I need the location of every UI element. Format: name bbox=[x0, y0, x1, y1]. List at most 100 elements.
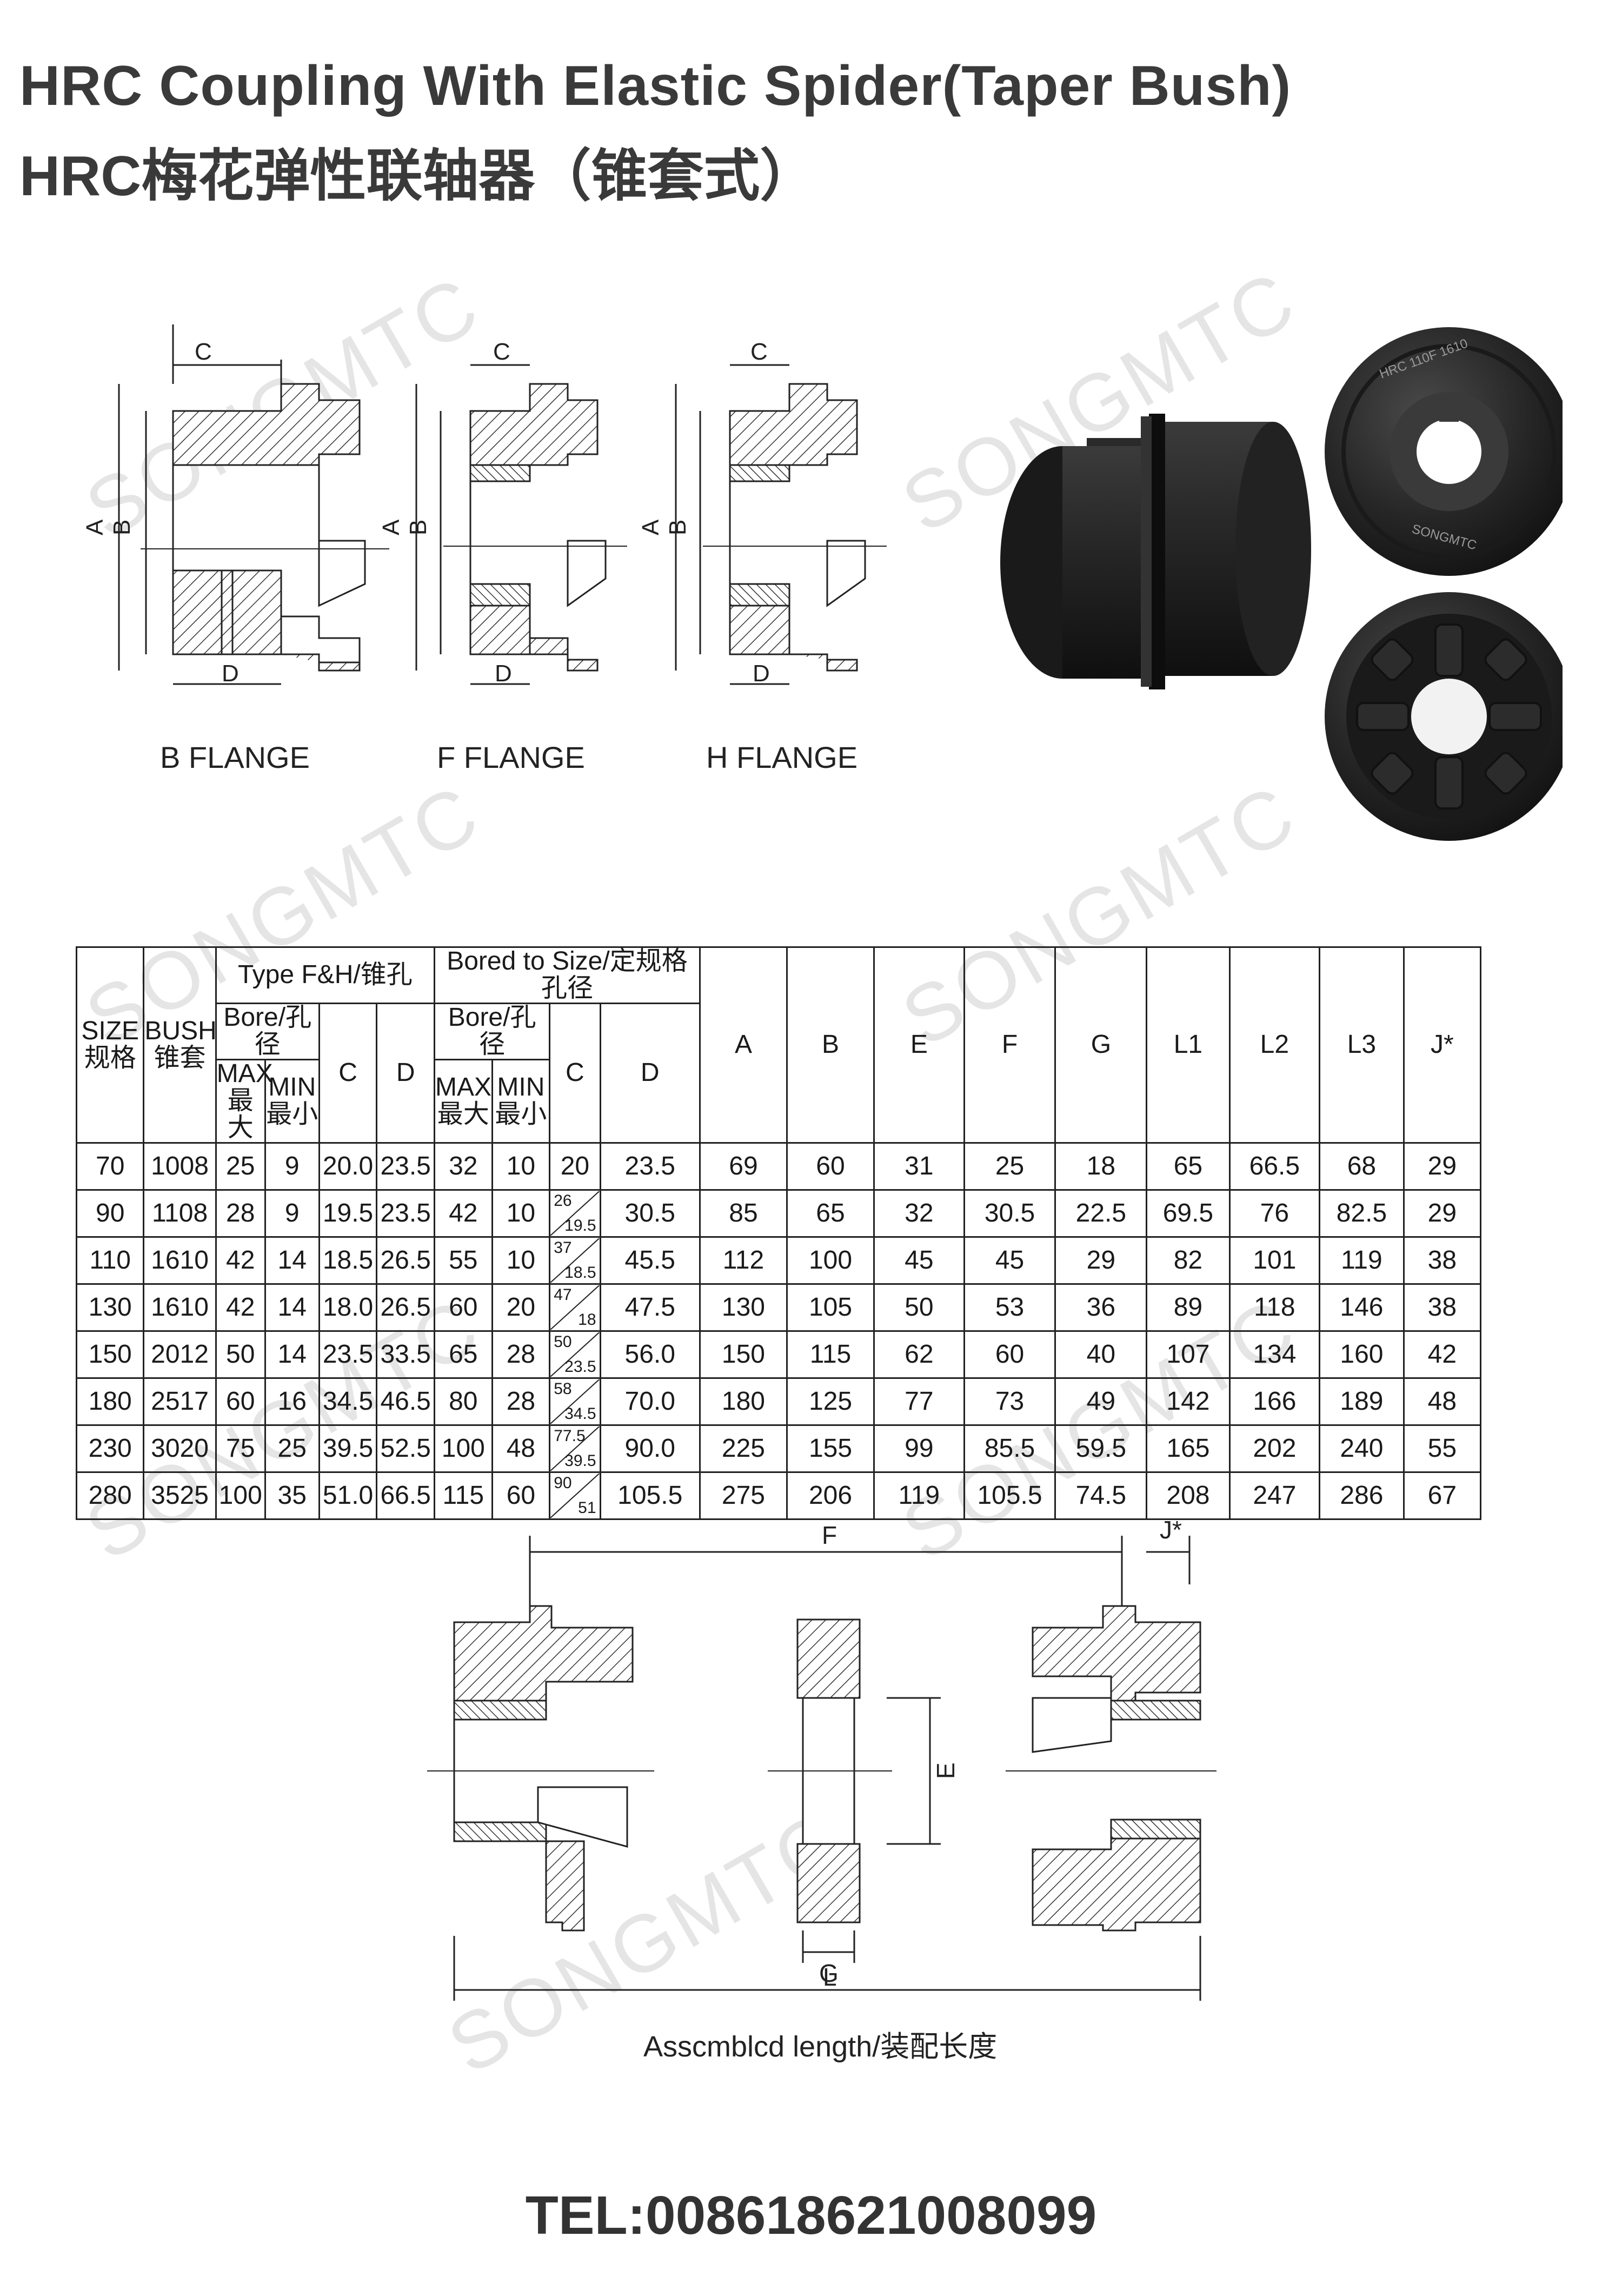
table-cell-td: 26.5 bbox=[376, 1236, 435, 1285]
dim-label-b: B bbox=[405, 520, 431, 535]
table-cell-b: 125 bbox=[786, 1377, 875, 1426]
table-cell-bmin: 28 bbox=[491, 1330, 551, 1379]
table-cell-l3: 68 bbox=[1319, 1142, 1405, 1191]
dim-label-l: L bbox=[823, 1963, 837, 1991]
table-cell-b: 115 bbox=[786, 1330, 875, 1379]
table-cell-l1: 208 bbox=[1146, 1471, 1231, 1520]
dim-label-d: D bbox=[222, 660, 239, 687]
bored-c-lower: 34.5 bbox=[564, 1405, 596, 1423]
table-cell-l1: 142 bbox=[1146, 1377, 1231, 1426]
table-cell-a: 275 bbox=[699, 1471, 788, 1520]
taper-group-header: Type F&H/锥孔 bbox=[215, 946, 435, 1004]
table-cell-e: 31 bbox=[873, 1142, 965, 1191]
bored-c-header: C bbox=[549, 1002, 601, 1144]
table-cell-g: 49 bbox=[1054, 1377, 1148, 1426]
table-cell-bd: 47.5 bbox=[599, 1283, 701, 1332]
table-cell-bd: 56.0 bbox=[599, 1330, 701, 1379]
table-cell-a: 180 bbox=[699, 1377, 788, 1426]
table-cell-bmin: 10 bbox=[491, 1189, 551, 1238]
table-cell-e: 50 bbox=[873, 1283, 965, 1332]
dim-label-c: C bbox=[195, 339, 212, 365]
dim-label-b: B bbox=[664, 520, 691, 535]
dim-label-e: E bbox=[932, 1762, 960, 1779]
col-l2-header: L2 bbox=[1228, 946, 1321, 1144]
table-cell-bc: 58 34.5 bbox=[549, 1377, 601, 1426]
table-cell-bmax: 80 bbox=[433, 1377, 493, 1426]
dim-label-c: C bbox=[493, 339, 510, 365]
table-cell-tmax: 50 bbox=[215, 1330, 266, 1379]
table-cell-tc: 34.5 bbox=[318, 1377, 378, 1426]
table-cell-f: 73 bbox=[963, 1377, 1056, 1426]
table-cell-tmax: 42 bbox=[215, 1236, 266, 1285]
h-flange-drawing bbox=[675, 364, 887, 685]
bored-c-lower: 23.5 bbox=[564, 1358, 596, 1376]
dim-label-d: D bbox=[753, 660, 770, 687]
table-cell-tmax: 28 bbox=[215, 1189, 266, 1238]
table-cell-j: 38 bbox=[1402, 1236, 1482, 1285]
table-cell-tmin: 16 bbox=[264, 1377, 320, 1426]
table-cell-size: 150 bbox=[75, 1330, 145, 1379]
bored-c-upper: 90 bbox=[554, 1474, 572, 1492]
table-cell-b: 100 bbox=[786, 1236, 875, 1285]
table-cell-e: 45 bbox=[873, 1236, 965, 1285]
taper-c-header: C bbox=[318, 1002, 378, 1144]
table-cell-td: 46.5 bbox=[376, 1377, 435, 1426]
table-cell-bmax: 115 bbox=[433, 1471, 493, 1520]
table-cell-l3: 119 bbox=[1319, 1236, 1405, 1285]
table-cell-b: 60 bbox=[786, 1142, 875, 1191]
table-cell-a: 69 bbox=[699, 1142, 788, 1191]
table-cell-tmax: 42 bbox=[215, 1283, 266, 1332]
table-cell-bush: 2012 bbox=[143, 1330, 217, 1379]
table-cell-b: 65 bbox=[786, 1189, 875, 1238]
bored-c-upper: 58 bbox=[554, 1379, 572, 1398]
bored-c-lower: 39.5 bbox=[564, 1452, 596, 1470]
dim-label-c: C bbox=[750, 339, 768, 365]
table-cell-bmax: 100 bbox=[433, 1424, 493, 1473]
table-cell-j: 29 bbox=[1402, 1142, 1482, 1191]
b-flange-label: B FLANGE bbox=[160, 740, 310, 774]
table-cell-bush: 1008 bbox=[143, 1142, 217, 1191]
table-cell-size: 110 bbox=[75, 1236, 145, 1285]
table-cell-tc: 39.5 bbox=[318, 1424, 378, 1473]
table-cell-j: 67 bbox=[1402, 1471, 1482, 1520]
table-cell-l1: 69.5 bbox=[1146, 1189, 1231, 1238]
table-cell-b: 206 bbox=[786, 1471, 875, 1520]
table-cell-bc: 20 bbox=[549, 1142, 601, 1191]
bored-c-upper: 26 bbox=[554, 1191, 572, 1210]
table-cell-g: 59.5 bbox=[1054, 1424, 1148, 1473]
table-cell-l3: 146 bbox=[1319, 1283, 1405, 1332]
table-cell-tc: 18.5 bbox=[318, 1236, 378, 1285]
col-b-header: B bbox=[786, 946, 875, 1144]
table-cell-a: 85 bbox=[699, 1189, 788, 1238]
table-cell-e: 119 bbox=[873, 1471, 965, 1520]
table-cell-bmin: 28 bbox=[491, 1377, 551, 1426]
table-cell-tmin: 9 bbox=[264, 1189, 320, 1238]
table-cell-bd: 23.5 bbox=[599, 1142, 701, 1191]
table-cell-e: 32 bbox=[873, 1189, 965, 1238]
table-cell-j: 29 bbox=[1402, 1189, 1482, 1238]
table-cell-tc: 51.0 bbox=[318, 1471, 378, 1520]
coupling-assembly-photo bbox=[1000, 414, 1311, 689]
table-cell-g: 29 bbox=[1054, 1236, 1148, 1285]
product-photos: HRC 110F 1610 SONGMTC bbox=[1000, 327, 1563, 841]
table-cell-e: 62 bbox=[873, 1330, 965, 1379]
table-cell-l1: 65 bbox=[1146, 1142, 1231, 1191]
assembly-drawing: F J* E G L bbox=[427, 1516, 1216, 2001]
table-cell-td: 23.5 bbox=[376, 1189, 435, 1238]
table-cell-a: 225 bbox=[699, 1424, 788, 1473]
table-cell-f: 60 bbox=[963, 1330, 1056, 1379]
col-l1-header: L1 bbox=[1146, 946, 1231, 1144]
dim-label-f: F bbox=[822, 1521, 837, 1549]
f-flange-label: F FLANGE bbox=[437, 740, 585, 774]
page-title: HRC Coupling With Elastic Spider(Taper B… bbox=[19, 55, 1292, 117]
table-cell-td: 52.5 bbox=[376, 1424, 435, 1473]
table-cell-size: 180 bbox=[75, 1377, 145, 1426]
dim-label-g: G bbox=[819, 1959, 839, 1987]
table-cell-size: 90 bbox=[75, 1189, 145, 1238]
